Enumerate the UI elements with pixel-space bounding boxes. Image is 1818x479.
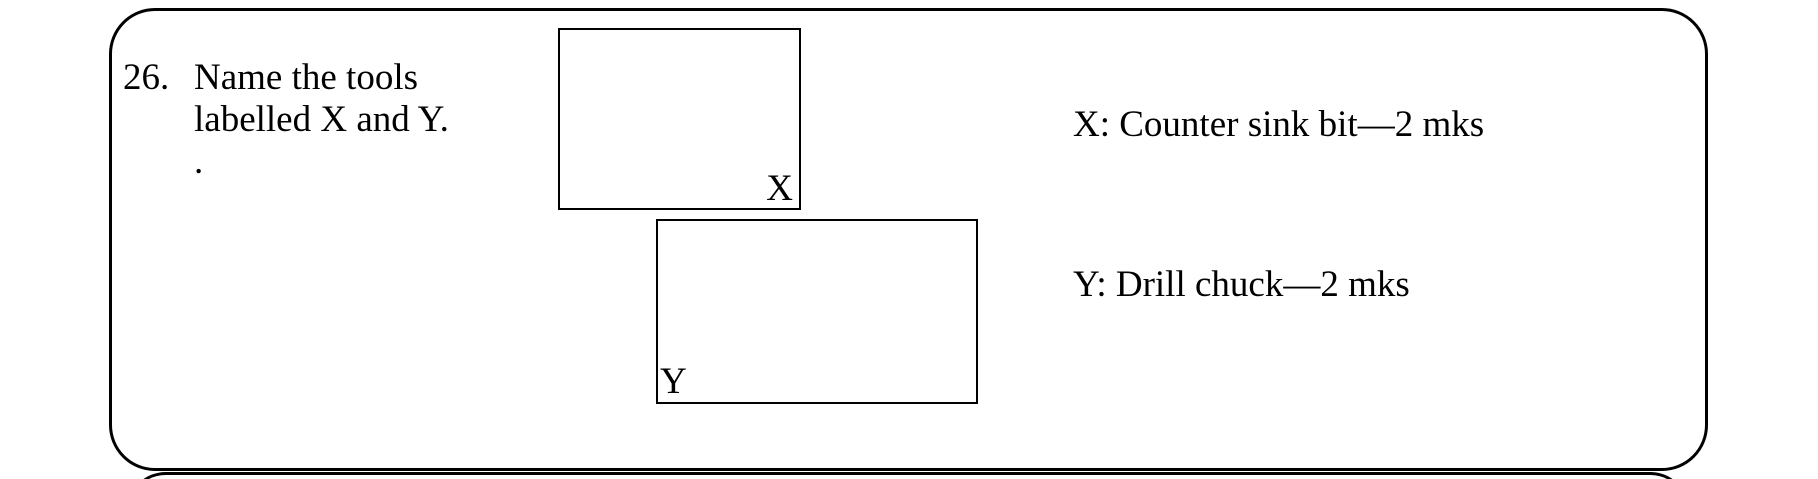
question-line-3: .	[194, 141, 204, 182]
question-number: 26.	[123, 57, 170, 98]
answer-y-text: Y: Drill chuck—2 mks	[1073, 264, 1410, 305]
figure-box-y: Y	[656, 219, 978, 404]
next-question-panel-edge	[126, 472, 1690, 479]
answer-x-text: X: Counter sink bit—2 mks	[1073, 104, 1485, 145]
question-line-2: labelled X and Y.	[194, 99, 449, 140]
figure-box-x: X	[558, 28, 801, 210]
question-text: Name the tools labelled X and Y. .	[194, 57, 449, 183]
figure-box-y-label: Y	[660, 361, 687, 402]
figure-box-x-label: X	[766, 168, 793, 209]
question-line-1: Name the tools	[194, 57, 419, 98]
